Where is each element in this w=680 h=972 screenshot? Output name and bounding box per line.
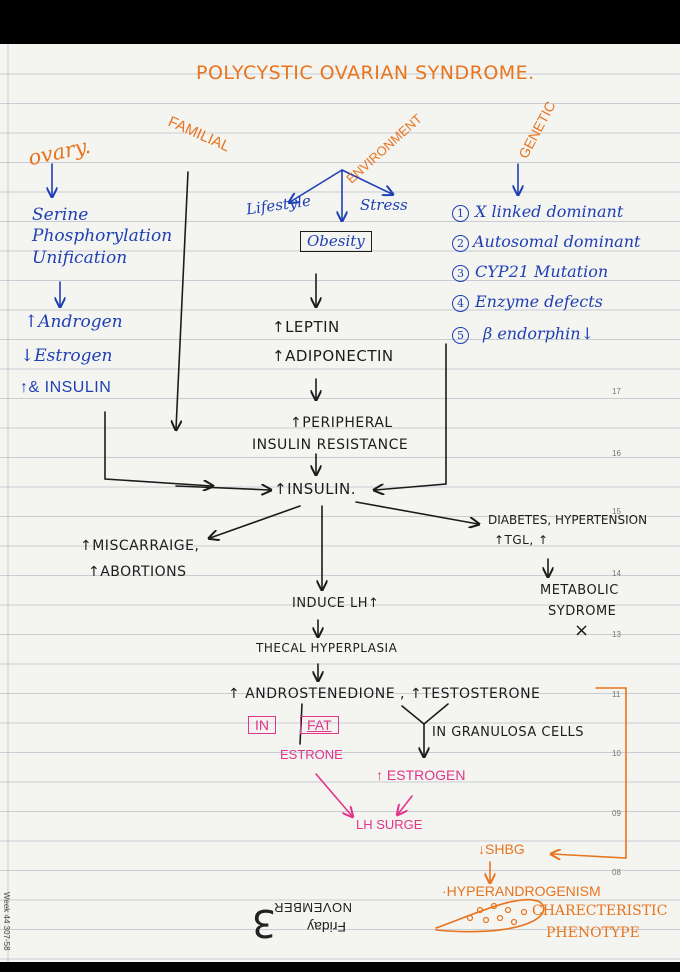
thecal-hyperplasia: THECAL HYPERPLASIA	[256, 641, 398, 655]
estrogen: ↓Estrogen	[20, 346, 113, 366]
item-text: Enzyme defects	[475, 292, 603, 311]
in-label: IN	[248, 716, 276, 734]
metabolic: METABOLIC	[540, 583, 619, 598]
item-number: 1	[452, 205, 469, 222]
flow-arrows	[0, 163, 627, 933]
hour-marker: 13	[612, 630, 621, 639]
obesity-box: Obesity	[300, 231, 372, 252]
genetic-item: 1 X linked dominant	[452, 204, 623, 222]
hour-marker: 15	[612, 507, 621, 516]
tgl: ↑TGL, ↑	[494, 533, 549, 547]
insulin-center: ↑INSULIN.	[274, 480, 356, 498]
hour-marker: 17	[612, 387, 621, 396]
charecteristic: CHARECTERISTIC	[532, 903, 668, 919]
serine: Serine	[32, 205, 89, 225]
phosphorylation: Phosphorylation	[32, 226, 173, 246]
induce-lh: INDUCE LH↑	[292, 596, 380, 611]
genetic-item: 4 Enzyme defects	[452, 294, 603, 312]
estrogen: ↑ ESTROGEN	[376, 767, 466, 783]
item-number: 4	[452, 295, 469, 312]
abortions: ↑ABORTIONS	[88, 564, 187, 580]
androgen: ↑Androgen	[24, 312, 123, 332]
genetic-item: 5 β endorphin↓	[452, 326, 594, 344]
shbg: ↓SHBG	[478, 841, 525, 857]
hour-marker: 16	[612, 449, 621, 458]
adiponectin: ↑ADIPONECTIN	[272, 347, 394, 365]
fat-label: FAT	[300, 716, 339, 734]
leptin: ↑LEPTIN	[272, 318, 340, 336]
diabetes-hypertension: DIABETES, HYPERTENSION	[488, 513, 648, 527]
item-text: CYP21 Mutation	[475, 262, 609, 281]
item-number: 2	[452, 235, 469, 252]
peripheral: ↑PERIPHERAL	[290, 415, 393, 431]
item-number: 3	[452, 265, 469, 282]
item-number: 5	[452, 327, 469, 344]
lh-surge: LH SURGE	[356, 817, 423, 832]
diary-month: NOVEMBER	[273, 900, 352, 915]
androstenedione: ↑ ANDROSTENEDIONE , ↑TESTOSTERONE	[228, 686, 541, 702]
ruled-lines	[0, 44, 680, 962]
hour-marker: 09	[612, 809, 621, 818]
insulin-resistance: INSULIN RESISTANCE	[252, 437, 409, 453]
diary-day-number: 3	[251, 901, 276, 945]
genetic-item: 3 CYP21 Mutation	[452, 264, 608, 282]
hour-marker: 08	[612, 868, 621, 877]
hour-marker: 11	[612, 690, 621, 699]
hour-marker: 10	[612, 749, 621, 758]
diary-day-name: Friday	[307, 919, 346, 935]
ovary-insulin: ↑& INSULIN	[20, 379, 112, 396]
hour-marker: 14	[612, 569, 621, 578]
hyperandrogenism: ·HYPERANDROGENISM	[442, 883, 601, 899]
miscarriage: ↑MISCARRAIGE,	[80, 538, 200, 554]
estrone: ESTRONE	[280, 747, 343, 762]
notebook-page: POLYCYSTIC OVARIAN SYNDROME. ovary. FAMI…	[0, 44, 680, 962]
page-title: POLYCYSTIC OVARIAN SYNDROME.	[196, 62, 535, 84]
item-text: Autosomal dominant	[473, 232, 641, 251]
unification: Unification	[32, 248, 128, 268]
cross-mark: ×	[574, 620, 590, 641]
diary-stamp: 3 Friday NOVEMBER	[246, 882, 356, 945]
diary-week: Week 44 307-58	[2, 892, 11, 951]
item-text: β endorphin↓	[483, 324, 595, 343]
syndrome: SYDROME	[548, 604, 617, 619]
stress: Stress	[360, 196, 408, 214]
cell-dots	[466, 902, 528, 926]
granulosa-cells: IN GRANULOSA CELLS	[432, 725, 584, 740]
phenotype: PHENOTYPE	[546, 925, 640, 941]
item-text: X linked dominant	[475, 202, 624, 221]
